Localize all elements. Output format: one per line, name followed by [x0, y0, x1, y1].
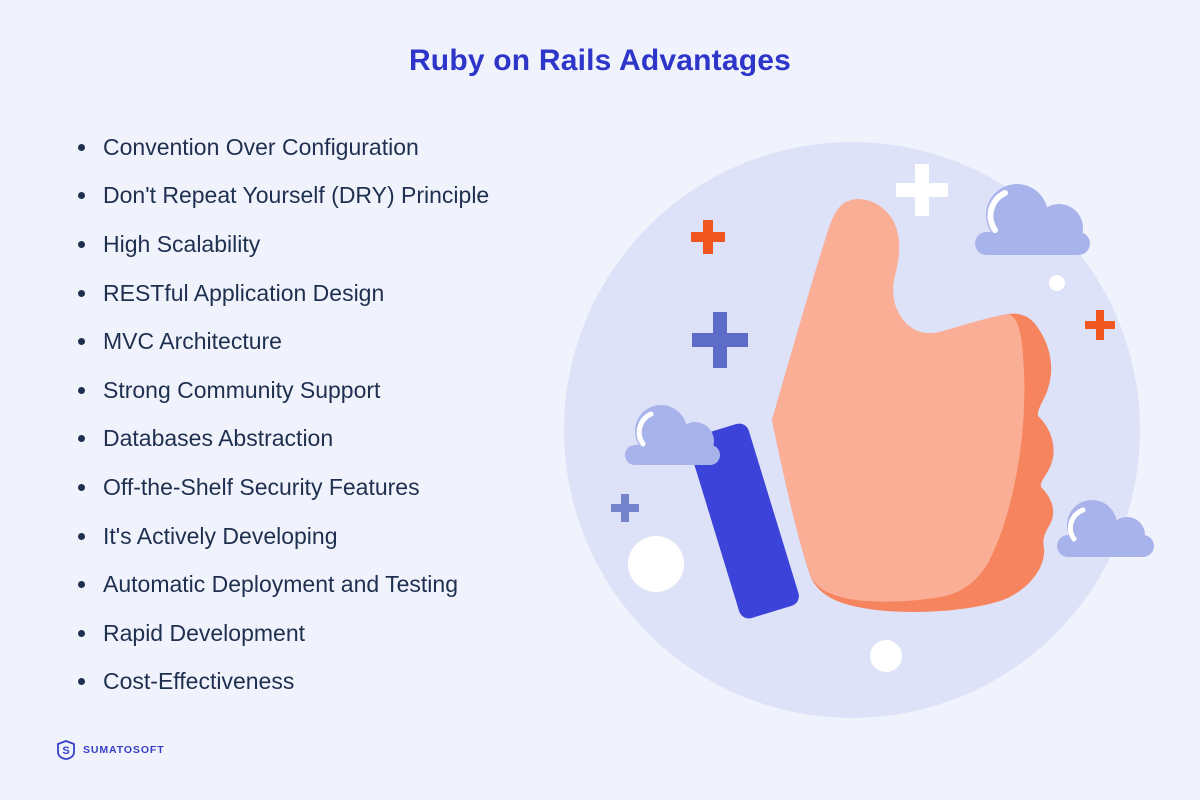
plus-icon — [691, 220, 725, 254]
list-item-label: High Scalability — [103, 230, 261, 257]
brand-name: SUMATOSOFT — [83, 744, 165, 756]
bullet-icon — [78, 678, 85, 686]
plus-icon — [1085, 310, 1115, 340]
list-item-label: Cost-Effectiveness — [103, 668, 295, 695]
cloud-icon — [975, 184, 1090, 255]
thumbs-up-illustration — [564, 142, 1154, 718]
list-item-label: Rapid Development — [103, 619, 306, 646]
list-item: Don't Repeat Yourself (DRY) Principle — [78, 172, 489, 221]
svg-text:S: S — [62, 745, 69, 757]
bullet-icon — [78, 192, 85, 200]
bullet-icon — [78, 386, 85, 394]
bullet-icon — [78, 143, 85, 151]
list-item-label: Strong Community Support — [103, 376, 381, 403]
list-item: RESTful Application Design — [78, 269, 489, 318]
plus-icon — [692, 312, 748, 368]
bullet-icon — [78, 289, 85, 297]
list-item-label: Automatic Deployment and Testing — [103, 571, 458, 598]
dot-icon — [870, 640, 902, 672]
plus-icon — [611, 494, 639, 522]
dot-icon — [1049, 275, 1065, 291]
list-item: MVC Architecture — [78, 317, 489, 366]
sleeve-cuff — [689, 423, 799, 619]
list-item-label: Databases Abstraction — [103, 425, 334, 452]
list-item: Automatic Deployment and Testing — [78, 560, 489, 609]
bullet-icon — [78, 581, 85, 589]
bullet-icon — [78, 338, 85, 346]
list-item: Convention Over Configuration — [78, 123, 489, 172]
cloud-icon — [625, 405, 720, 465]
list-item-label: Off-the-Shelf Security Features — [103, 473, 420, 500]
list-item: High Scalability — [78, 220, 489, 269]
cloud-icon — [1057, 500, 1154, 557]
bullet-icon — [78, 629, 85, 637]
plus-icon — [896, 164, 948, 216]
list-item: Cost-Effectiveness — [78, 658, 489, 707]
list-item: Rapid Development — [78, 609, 489, 658]
bullet-icon — [78, 435, 85, 443]
bullet-icon — [78, 532, 85, 540]
list-item-label: It's Actively Developing — [103, 522, 338, 549]
list-item: It's Actively Developing — [78, 512, 489, 561]
advantages-list: Convention Over Configuration Don't Repe… — [78, 123, 489, 706]
bullet-icon — [78, 483, 85, 491]
list-item-label: Convention Over Configuration — [103, 133, 419, 160]
list-item-label: RESTful Application Design — [103, 279, 385, 306]
thumbs-up-hand — [772, 199, 1025, 602]
sumatosoft-logo-icon: S — [57, 740, 75, 760]
bullet-icon — [78, 240, 85, 248]
list-item: Off-the-Shelf Security Features — [78, 463, 489, 512]
list-item: Databases Abstraction — [78, 415, 489, 464]
list-item: Strong Community Support — [78, 366, 489, 415]
page-title: Ruby on Rails Advantages — [408, 44, 792, 77]
brand-logo: S SUMATOSOFT — [56, 739, 165, 761]
dot-icon — [628, 536, 684, 592]
list-item-label: MVC Architecture — [103, 328, 282, 355]
list-item-label: Don't Repeat Yourself (DRY) Principle — [103, 182, 490, 209]
